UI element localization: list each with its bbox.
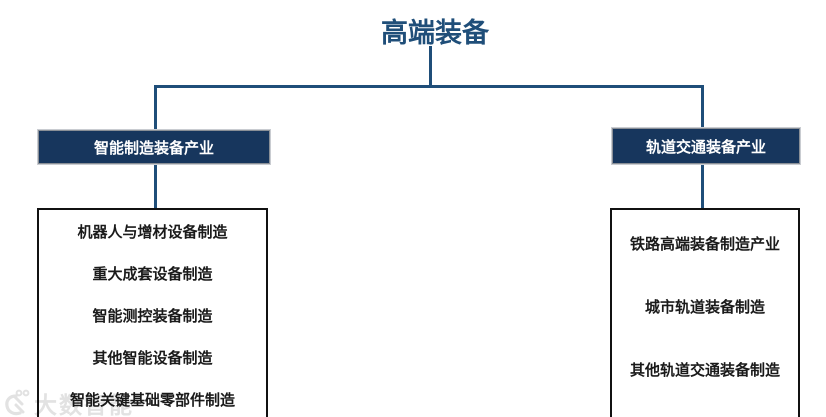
list-item: 城市轨道装备制造	[644, 299, 765, 316]
connector-right-drop	[701, 85, 704, 131]
swirl-logo-icon	[2, 388, 34, 417]
list-item: 其他轨道交通装备制造	[629, 362, 780, 379]
branch-header-label: 智能制造装备产业	[93, 139, 214, 157]
list-item: 重大成套设备制造	[92, 265, 213, 283]
connector-left-stem	[154, 161, 157, 209]
branch-header-rail-transit: 轨道交通装备产业	[612, 128, 800, 164]
page-title: 高端装备	[381, 18, 489, 48]
connector-horizontal	[154, 85, 704, 88]
list-box-rail-transit: 铁路高端装备制造产业 城市轨道装备制造 其他轨道交通装备制造	[610, 208, 800, 417]
list-item: 智能测控装备制造	[92, 307, 213, 325]
connector-left-drop	[154, 85, 157, 131]
branch-header-intelligent-manufacturing: 智能制造装备产业	[38, 130, 270, 164]
connector-right-stem	[701, 161, 704, 209]
list-item: 机器人与增材设备制造	[77, 223, 228, 241]
connector-root-stem	[429, 46, 432, 87]
list-item: 其他智能设备制造	[92, 349, 213, 367]
list-item: 智能关键基础零部件制造	[69, 391, 235, 409]
branch-header-label: 轨道交通装备产业	[645, 138, 766, 156]
list-item: 铁路高端装备制造产业	[629, 236, 780, 253]
list-box-intelligent-manufacturing: 机器人与增材设备制造 重大成套设备制造 智能测控装备制造 其他智能设备制造 智能…	[37, 208, 268, 417]
